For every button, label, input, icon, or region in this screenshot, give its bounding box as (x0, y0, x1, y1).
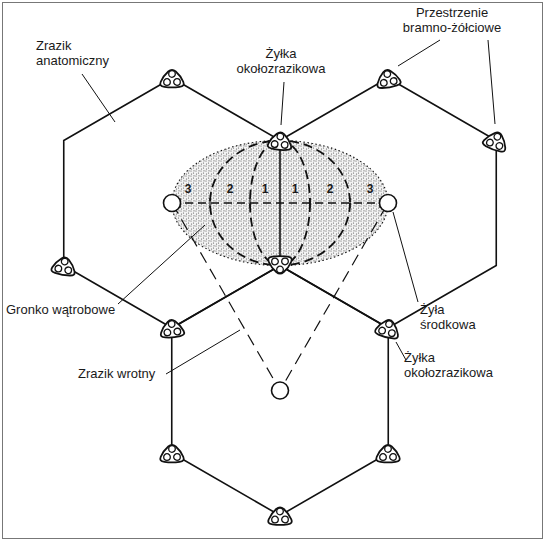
triad-vessel (164, 454, 171, 461)
acinus-axis (172, 202, 388, 203)
anatomical-lobule-outline (172, 266, 389, 516)
zone-number: 3 (364, 182, 376, 196)
triad-vessel (164, 79, 171, 86)
central-vein (380, 195, 397, 212)
triad-vessel (174, 328, 181, 335)
triad-outline (268, 256, 292, 274)
triad-vessel (383, 70, 391, 78)
triad-vessel (272, 258, 279, 265)
triad-vessel (164, 329, 171, 336)
triad-vessel (55, 265, 63, 273)
triad-vessel (64, 266, 72, 274)
triad-vessel (277, 266, 284, 273)
zone-number: 2 (324, 182, 336, 196)
zone-number: 2 (224, 182, 236, 196)
triad-vessel (486, 138, 494, 146)
portal-lobule-outline (172, 203, 388, 391)
zone-number: 1 (289, 182, 301, 196)
triad-vessel (277, 133, 284, 140)
portal-triad (160, 319, 185, 339)
structure-label: Żyła środkowa (420, 302, 492, 333)
triad-outline (160, 319, 185, 339)
triad-vessel (282, 516, 289, 523)
leader-lines (82, 40, 495, 374)
portal-triad (267, 131, 292, 151)
triad-outline (376, 445, 400, 463)
triad-vessel (281, 141, 288, 148)
triad-vessel (390, 77, 398, 85)
portal-triad (160, 70, 184, 88)
portal-triad (268, 507, 292, 525)
triad-vessel (169, 446, 176, 453)
triad-vessel (493, 133, 501, 141)
triad-outline (482, 129, 510, 154)
zone-tick (209, 198, 210, 208)
central-vein (272, 382, 289, 399)
leader-line (82, 74, 115, 122)
triad-vessel (277, 508, 284, 515)
leader-line (398, 40, 440, 66)
portal-triad (376, 445, 400, 463)
structure-label: Gronko wątrobowe (6, 302, 146, 317)
frame (3, 3, 543, 539)
zone-tick (309, 198, 310, 208)
triad-vessel (495, 142, 503, 150)
leader-line (393, 212, 418, 302)
triad-vessel (61, 258, 69, 266)
central-veins (164, 195, 397, 400)
zone-number: 1 (259, 182, 271, 196)
structure-label: Zrazik anatomiczny (36, 38, 131, 69)
zone-tick (349, 198, 350, 208)
triad-outline (160, 445, 184, 463)
triad-vessel (390, 454, 397, 461)
structure-label: Przestrzenie bramno-żółciowe (392, 5, 512, 36)
leader-line (118, 225, 205, 304)
triad-vessel (380, 454, 387, 461)
leader-line (281, 82, 284, 125)
triad-vessel (168, 320, 175, 327)
portal-triad (482, 129, 510, 154)
leader-line (166, 330, 240, 374)
portal-triad (51, 255, 77, 276)
triad-vessel (388, 329, 396, 337)
triad-vessel (282, 258, 289, 265)
triad-vessel (169, 71, 176, 78)
triad-outline (375, 68, 401, 89)
structure-label: Żyłka okołozrazikowa (226, 46, 336, 77)
triad-vessel (174, 454, 181, 461)
triad-vessel (272, 516, 279, 523)
leader-line (488, 40, 495, 124)
portal-triads (51, 68, 510, 525)
portal-triad (268, 256, 292, 274)
triad-vessel (378, 327, 386, 335)
central-vein (164, 195, 181, 212)
triad-vessel (385, 320, 393, 328)
acinus-outline (172, 141, 388, 266)
triad-outline (160, 70, 184, 88)
portal-triad (374, 317, 401, 340)
structure-label: Żyłka okołozrazikowa (404, 350, 514, 381)
triad-vessel (385, 446, 392, 453)
triad-outline (268, 507, 292, 525)
triad-outline (374, 317, 401, 340)
triad-vessel (174, 79, 181, 86)
triad-vessel (380, 79, 388, 87)
portal-triad (160, 445, 184, 463)
triad-outline (51, 255, 77, 276)
portal-triad (375, 68, 401, 89)
structure-label: Zrazik wrotny (78, 366, 198, 381)
triad-vessel (271, 140, 278, 147)
zone-tick (249, 198, 250, 208)
hexagons (64, 78, 497, 516)
zone-number: 3 (182, 182, 194, 196)
triad-outline (267, 131, 292, 151)
